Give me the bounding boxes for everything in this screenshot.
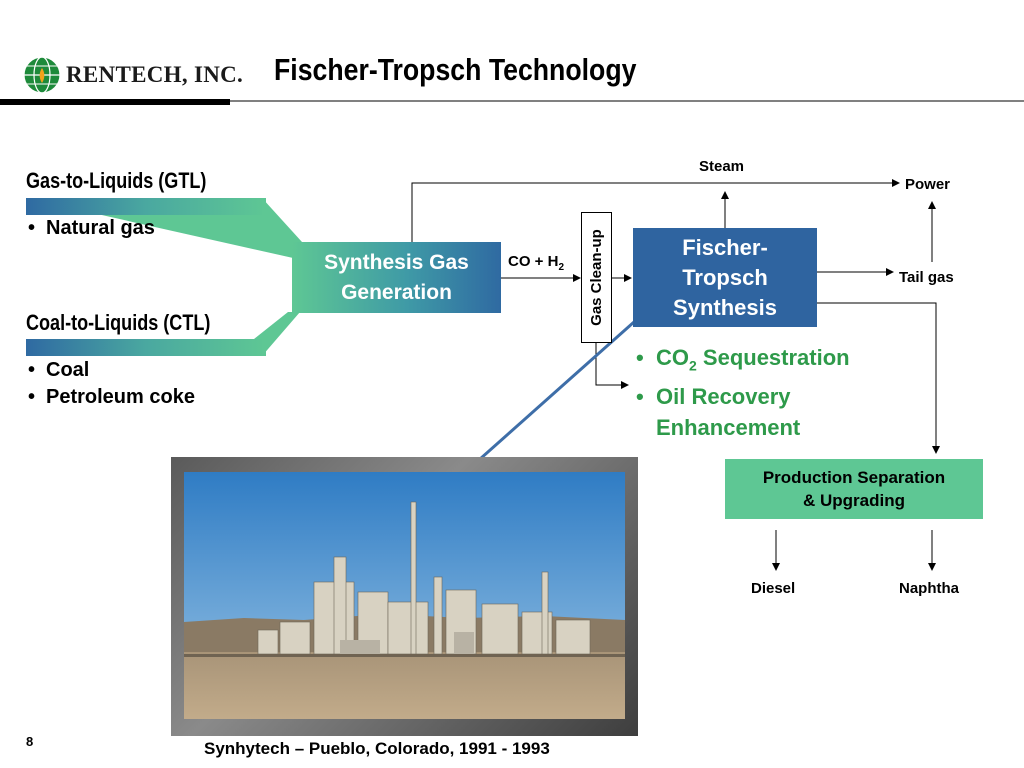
prod-line2: & Upgrading bbox=[802, 491, 905, 510]
syngas-line1: Synthesis Gas bbox=[324, 250, 469, 274]
fischer-tropsch-synthesis-box: Fischer- Tropsch Synthesis bbox=[633, 228, 817, 327]
globe-logo-icon bbox=[23, 56, 61, 94]
prod-line1: Production Separation bbox=[762, 468, 946, 487]
header-rule-thick bbox=[0, 99, 230, 105]
list-item: Natural gas bbox=[28, 215, 155, 242]
page-title: Fischer-Tropsch Technology bbox=[274, 52, 637, 87]
photo-caption: Synhytech – Pueblo, Colorado, 1991 - 199… bbox=[204, 739, 550, 758]
synthesis-gas-generation-box: Synthesis Gas Generation bbox=[292, 242, 501, 313]
ft-line1: Fischer- bbox=[682, 234, 768, 260]
gtl-heading: Gas-to-Liquids (GTL) bbox=[26, 168, 207, 193]
co-h2-text: CO + H bbox=[508, 253, 559, 270]
gas-cleanup-box bbox=[581, 212, 612, 343]
list-item: Petroleum coke bbox=[28, 384, 195, 411]
oil-line1: Oil Recovery bbox=[656, 384, 791, 410]
naphtha-label: Naphtha bbox=[899, 580, 959, 597]
ctl-underline-band bbox=[26, 339, 266, 356]
production-separation-box: Production Separation & Upgrading bbox=[725, 459, 983, 519]
company-logo bbox=[22, 54, 222, 96]
ft-line3: Synthesis bbox=[673, 294, 777, 320]
power-arrow bbox=[411, 179, 900, 242]
page-number: 8 bbox=[26, 734, 34, 749]
diesel-label: Diesel bbox=[751, 580, 796, 597]
co2-suffix: Sequestration bbox=[696, 345, 850, 370]
co2-subscript: 2 bbox=[689, 357, 697, 374]
syngas-line2: Generation bbox=[341, 280, 452, 304]
power-label: Power bbox=[905, 176, 951, 193]
co2-prefix: CO bbox=[656, 345, 689, 370]
gas-cleanup-label: Gas Clean-up bbox=[588, 229, 605, 326]
co-h2-label: CO + H2 bbox=[508, 253, 564, 273]
plant-photo-image bbox=[184, 472, 625, 719]
ctl-heading: Coal-to-Liquids (CTL) bbox=[26, 310, 211, 335]
list-item: Coal bbox=[28, 357, 195, 384]
ft-line2: Tropsch bbox=[682, 264, 768, 290]
list-item: •Oil Recovery Enhancement bbox=[636, 384, 801, 441]
gas-cleanup-label-wrap: Gas Clean-up bbox=[581, 212, 612, 343]
logo-text: RENTECH, INC. bbox=[66, 62, 244, 87]
cleanup-to-co2-arrow bbox=[595, 342, 629, 389]
steam-label: Steam bbox=[699, 158, 745, 175]
gtl-underline-band bbox=[26, 198, 266, 215]
tailgas-label: Tail gas bbox=[899, 269, 954, 286]
list-item: •CO2 Sequestration bbox=[636, 345, 850, 374]
co-h2-subscript: 2 bbox=[558, 262, 564, 273]
plant-photo bbox=[184, 472, 625, 719]
ctl-list: Coal Petroleum coke bbox=[28, 357, 195, 411]
ft-to-production-arrow bbox=[808, 302, 940, 454]
gtl-list: Natural gas bbox=[28, 215, 155, 242]
co2-oil-list: •CO2 Sequestration •Oil Recovery Enhance… bbox=[636, 342, 850, 443]
oil-line2: Enhancement bbox=[656, 415, 801, 441]
